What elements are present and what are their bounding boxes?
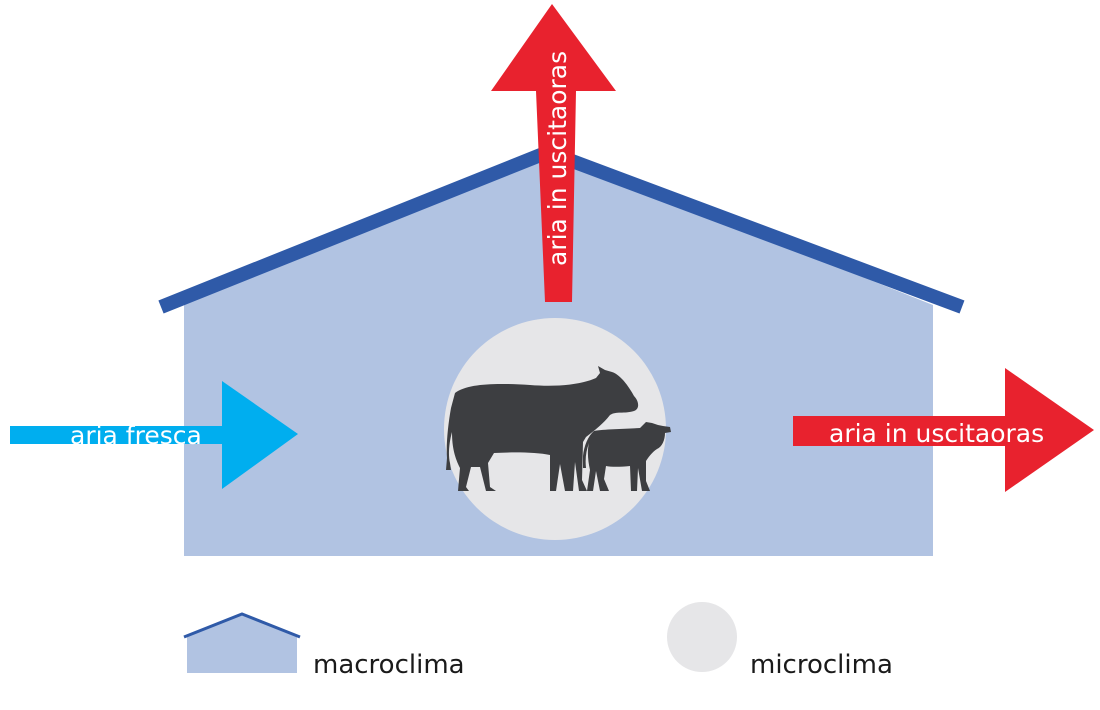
calf-silhouette-icon — [583, 422, 671, 491]
outflow-arrow-side-label: aria in uscitaoras — [829, 419, 1044, 448]
legend-micro-swatch — [667, 602, 737, 672]
legend-macro-roof — [183, 612, 301, 639]
outflow-arrow-side: aria in uscitaoras — [793, 368, 1094, 492]
outflow-arrow-top-shape — [491, 4, 616, 302]
inflow-arrow-shape — [10, 381, 298, 489]
legend-microclimate: microclima — [667, 602, 893, 680]
legend-macro-swatch — [187, 615, 297, 673]
inflow-arrow: aria fresca — [10, 381, 298, 489]
cow-silhouette-icon — [446, 366, 639, 491]
legend-micro-label: microclima — [750, 650, 893, 680]
legend-macro-label: macroclima — [313, 650, 465, 680]
legend-macroclimate: macroclima — [183, 612, 465, 680]
outflow-arrow-side-shape — [793, 368, 1094, 492]
outflow-arrow-top: aria in uscitaoras — [491, 4, 616, 302]
legend: macroclima microclima — [183, 602, 893, 680]
inflow-arrow-label: aria fresca — [70, 421, 202, 450]
outflow-arrow-top-label: aria in uscitaoras — [543, 51, 572, 266]
